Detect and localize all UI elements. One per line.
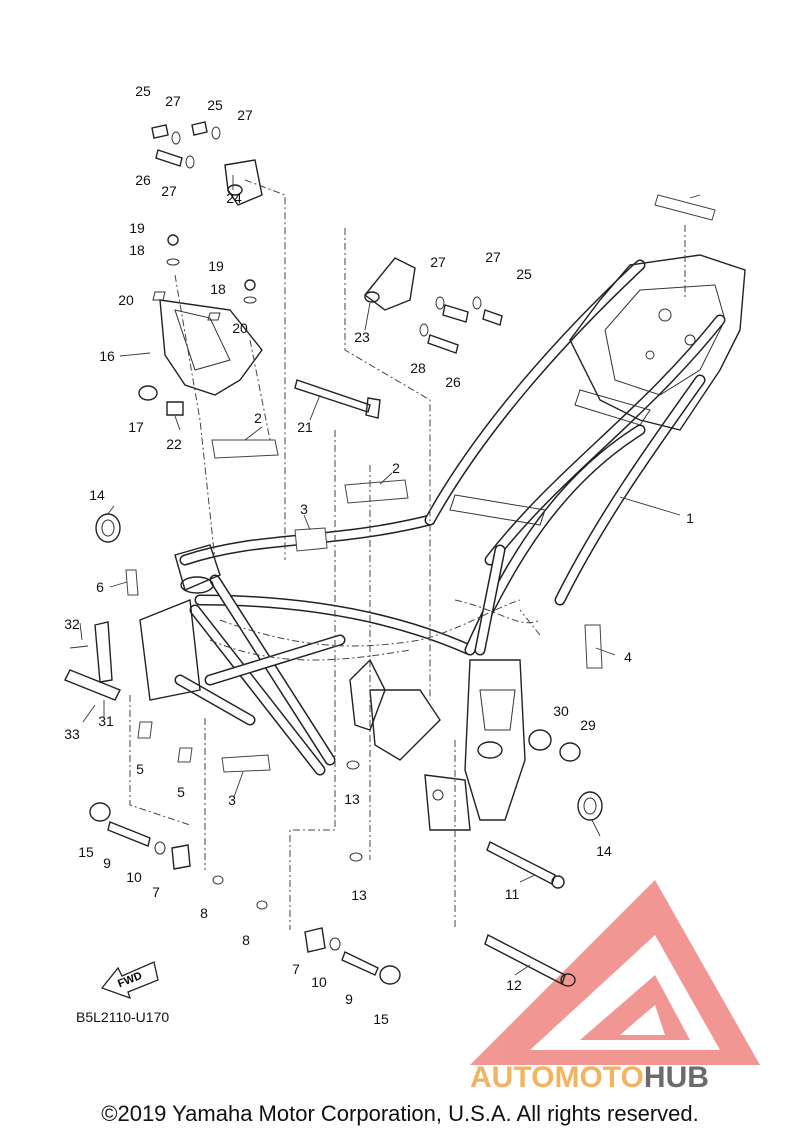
watermark-text-grey: HUB (644, 1061, 709, 1094)
callout-31: 32 (64, 616, 80, 632)
callout-13: 13 (351, 887, 367, 903)
callout-21: 21 (297, 419, 313, 435)
callout-20: 20 (232, 320, 248, 336)
callout-29: 30 (553, 703, 569, 719)
callout-12: 12 (506, 977, 522, 993)
callout-11: 11 (505, 886, 520, 902)
callout-27: 27 (161, 183, 177, 199)
callout-14: 14 (89, 487, 105, 503)
callout-18: 18 (129, 242, 145, 258)
callout-8: 8 (242, 932, 250, 948)
callout-27: 27 (485, 249, 501, 265)
callout-25: 25 (135, 83, 151, 99)
callout-25: 25 (207, 97, 223, 113)
callout-labels: 1 2 2 3 3 4 5 5 6 7 7 8 8 9 9 10 10 11 1… (64, 83, 694, 1027)
callout-27: 27 (165, 93, 181, 109)
callout-2: 2 (392, 460, 400, 476)
forward-arrow-icon: FWD (100, 960, 160, 1000)
callout-5: 5 (136, 761, 144, 777)
callout-32: 33 (64, 726, 80, 742)
callout-10: 10 (126, 869, 142, 885)
callout-15: 15 (78, 844, 94, 860)
callout-14: 14 (596, 843, 612, 859)
callout-8: 8 (200, 905, 208, 921)
callout-27: 27 (430, 254, 446, 270)
callout-26: 26 (445, 374, 461, 390)
callout-7: 7 (152, 884, 160, 900)
callout-17: 17 (128, 419, 144, 435)
callout-3: 3 (228, 792, 236, 808)
watermark-logo (470, 880, 760, 1065)
cable-tie (294, 379, 381, 419)
callout-4: 4 (624, 649, 632, 665)
callout-28: 29 (580, 717, 596, 733)
callout-9: 9 (345, 991, 353, 1007)
callout-10: 10 (311, 974, 327, 990)
callout-16: 16 (99, 348, 115, 364)
reference-lines (129, 179, 686, 930)
watermark-text-orange: AUTOMOTO (470, 1061, 644, 1094)
callout-5: 5 (177, 784, 185, 800)
watermark-text: AUTOMOTOHUB (470, 1061, 709, 1094)
lower-hardware (64, 513, 603, 987)
callout-26: 26 (135, 172, 151, 188)
callout-9: 9 (103, 855, 111, 871)
callout-2: 2 (254, 410, 262, 426)
callout-25: 25 (516, 266, 532, 282)
stickers (125, 194, 716, 773)
callout-27: 28 (410, 360, 426, 376)
copyright-notice: ©2019 Yamaha Motor Corporation, U.S.A. A… (101, 1101, 699, 1126)
callout-27: 27 (237, 107, 253, 123)
callout-20: 20 (118, 292, 134, 308)
callout-1: 1 (686, 510, 694, 526)
callout-30: 31 (98, 713, 114, 729)
callout-13: 13 (344, 791, 360, 807)
callout-6: 6 (96, 579, 104, 595)
upper-bracket-hardware (151, 121, 503, 354)
callout-7: 7 (292, 961, 300, 977)
callout-18: 18 (210, 281, 226, 297)
callout-15: 15 (373, 1011, 389, 1027)
callout-3: 3 (300, 501, 308, 517)
main-frame (139, 254, 746, 831)
callout-23: 23 (354, 329, 370, 345)
callout-24: 24 (226, 190, 242, 206)
drawing-code: B5L2110-U170 (76, 1009, 170, 1025)
callout-22: 22 (166, 436, 182, 452)
callout-19: 19 (208, 258, 224, 274)
callout-19: 19 (129, 220, 145, 236)
leader-lines (79, 175, 701, 976)
